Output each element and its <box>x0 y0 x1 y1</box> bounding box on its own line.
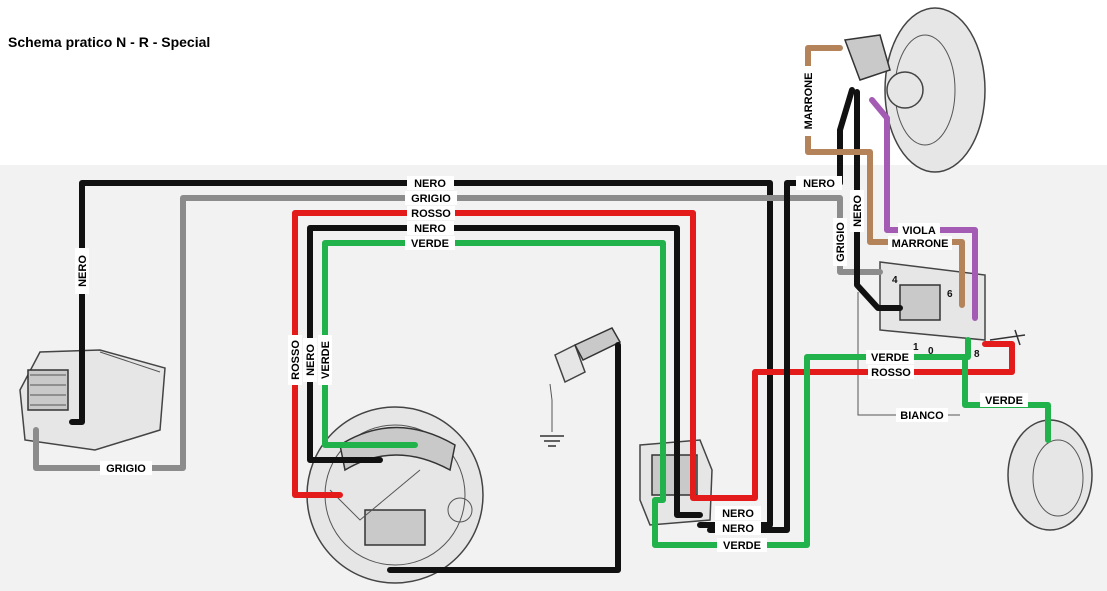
label-marrone: MARRONE <box>888 236 952 250</box>
diagram-title: Schema pratico N - R - Special <box>8 34 211 50</box>
svg-text:NERO: NERO <box>722 523 754 535</box>
headlight <box>843 7 986 173</box>
label-verde-horn: VERDE <box>980 393 1028 407</box>
label-nero-mid: NERO <box>407 221 454 235</box>
terminal-1: 1 <box>913 342 919 353</box>
label-verde-bottom: VERDE <box>717 538 767 552</box>
svg-text:GRIGIO: GRIGIO <box>835 222 847 262</box>
label-marrone-vertical: MARRONE <box>801 66 815 136</box>
label-grigio-vertical: GRIGIO <box>833 218 847 266</box>
spark-plug <box>540 327 622 447</box>
light-switch <box>857 261 1026 416</box>
svg-text:ROSSO: ROSSO <box>411 208 451 220</box>
label-nero-headlight-top: NERO <box>796 176 842 190</box>
label-bianco: BIANCO <box>896 408 948 422</box>
wire-verde-main <box>322 240 1051 548</box>
wire-grigio-tail <box>33 195 883 471</box>
label-nero-vertical-headlight: NERO <box>850 190 864 232</box>
svg-text:NERO: NERO <box>414 223 446 235</box>
svg-text:NERO: NERO <box>305 344 317 376</box>
label-nero-vertical-magneto: NERO <box>303 338 317 382</box>
svg-text:VERDE: VERDE <box>411 238 449 250</box>
label-verde-vertical: VERDE <box>318 335 332 385</box>
svg-text:VERDE: VERDE <box>871 352 909 364</box>
svg-text:MARRONE: MARRONE <box>803 73 815 130</box>
terminal-6: 6 <box>947 289 953 300</box>
svg-text:NERO: NERO <box>803 178 835 190</box>
wire-viola <box>869 97 978 321</box>
label-nero-coil-2: NERO <box>715 521 761 535</box>
label-verde-top: VERDE <box>405 236 455 250</box>
wire-marrone <box>805 45 965 308</box>
wire-nero-magneto <box>307 225 703 518</box>
label-grigio-top: GRIGIO <box>405 191 457 205</box>
svg-text:NERO: NERO <box>77 255 89 287</box>
svg-text:VERDE: VERDE <box>723 540 761 552</box>
svg-text:VERDE: VERDE <box>985 395 1023 407</box>
svg-text:MARRONE: MARRONE <box>892 238 949 250</box>
svg-text:VERDE: VERDE <box>320 341 332 379</box>
svg-text:ROSSO: ROSSO <box>290 340 302 380</box>
label-rosso-vertical: ROSSO <box>288 335 302 385</box>
svg-text:NERO: NERO <box>414 178 446 190</box>
terminal-8: 8 <box>974 349 980 360</box>
label-viola: VIOLA <box>898 223 940 237</box>
label-grigio-bottom: GRIGIO <box>100 461 152 475</box>
wire-nero-spark <box>387 342 621 573</box>
label-nero-top: NERO <box>407 176 454 190</box>
svg-text:GRIGIO: GRIGIO <box>411 193 451 205</box>
terminal-4: 4 <box>892 275 898 286</box>
label-nero-vertical-tail: NERO <box>75 248 89 294</box>
terminal-0: 0 <box>928 346 934 357</box>
label-nero-coil-1: NERO <box>715 506 761 520</box>
svg-text:ROSSO: ROSSO <box>871 367 911 379</box>
svg-text:BIANCO: BIANCO <box>900 410 944 422</box>
svg-text:GRIGIO: GRIGIO <box>106 463 146 475</box>
svg-text:VIOLA: VIOLA <box>902 225 936 237</box>
svg-text:NERO: NERO <box>722 508 754 520</box>
tail-light <box>19 349 166 451</box>
label-rosso-top: ROSSO <box>407 206 455 220</box>
svg-text:NERO: NERO <box>852 195 864 227</box>
label-rosso-switch: ROSSO <box>868 365 914 379</box>
label-verde-switch: VERDE <box>866 350 914 364</box>
